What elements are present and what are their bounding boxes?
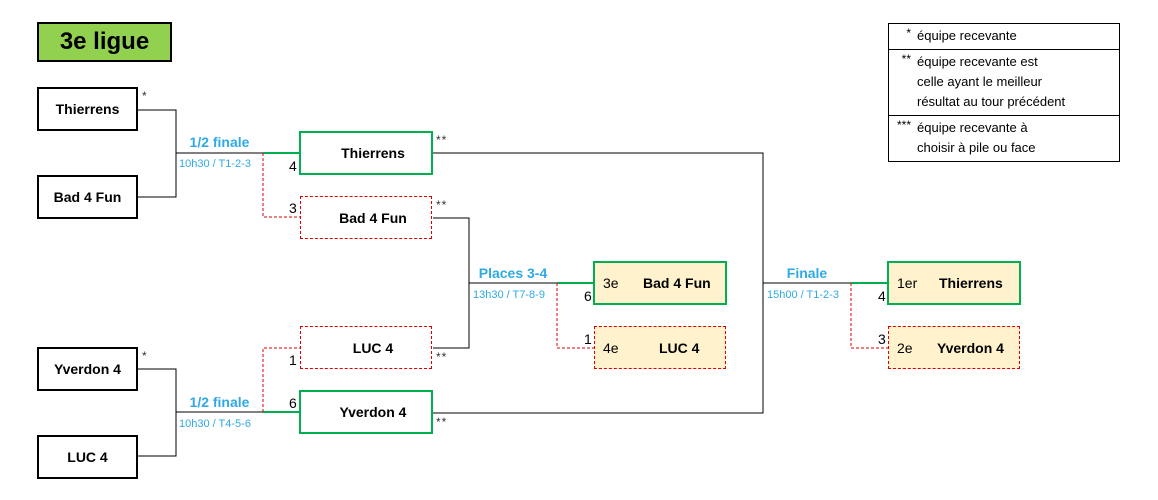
connector-sf1-a: [138, 109, 177, 153]
team-name: LUC 4: [352, 339, 394, 356]
team-name: LUC 4: [67, 449, 108, 465]
team-name: Yverdon 4: [937, 339, 1004, 356]
home-marker: **: [436, 198, 448, 212]
connector-sf1-lose: [262, 153, 300, 218]
rank-label: 2e: [897, 339, 913, 356]
rank-label: 4e: [603, 339, 619, 356]
team-name: Thierrens: [939, 275, 1003, 291]
match-time-sf2: 10h30 / T4-5-6: [179, 418, 251, 430]
match-time-sf1: 10h30 / T1-2-3: [179, 158, 251, 170]
home-marker: *: [142, 349, 148, 363]
legend-symbol: *: [906, 26, 911, 40]
home-marker: **: [436, 415, 448, 429]
team-box-sf2-a: Yverdon 4: [37, 347, 138, 391]
legend-text: celle ayant le meilleur: [917, 74, 1043, 89]
first-place-box: 1er Thierrens: [887, 261, 1021, 305]
legend-row: * équipe recevante: [889, 24, 1119, 50]
loser-box-sf2: LUC 4: [300, 326, 432, 369]
team-box-sf1-b: Bad 4 Fun: [37, 175, 138, 219]
team-box-sf1-a: Thierrens: [37, 87, 138, 131]
connector-sf1-b: [138, 153, 177, 198]
round-label-places-3-4: Places 3-4: [478, 265, 548, 281]
second-place-box: 2e Yverdon 4: [888, 326, 1020, 369]
legend-symbol: ***: [896, 118, 911, 132]
round-label-sf2: 1/2 finale: [189, 394, 250, 410]
loser-box-sf1: Bad 4 Fun: [300, 196, 432, 239]
score: 1: [584, 331, 592, 347]
team-name: Thierrens: [341, 145, 405, 161]
legend-symbol: **: [901, 52, 911, 66]
legend-text: équipe recevante: [917, 28, 1017, 43]
home-marker: **: [436, 350, 448, 364]
score: 6: [584, 288, 592, 304]
legend: * équipe recevante ** équipe recevante e…: [888, 23, 1120, 162]
round-label-sf1: 1/2 finale: [189, 134, 250, 150]
connector-final-b: [433, 283, 764, 414]
legend-text: équipe recevante à: [917, 120, 1028, 135]
legend-text: choisir à pile ou face: [917, 140, 1036, 155]
page-title: 3e ligue: [37, 22, 172, 62]
connector-sf2-a: [138, 368, 177, 412]
score: 3: [878, 331, 886, 347]
team-name: Yverdon 4: [339, 404, 407, 420]
team-name: Bad 4 Fun: [339, 209, 407, 226]
score: 1: [289, 352, 297, 368]
connector-sf2-lose: [262, 347, 300, 412]
connector-final-lose: [850, 283, 888, 349]
team-name: Yverdon 4: [54, 361, 121, 377]
legend-text: résultat au tour précédent: [917, 94, 1066, 109]
rank-label: 3e: [603, 275, 619, 291]
team-name: Thierrens: [55, 101, 120, 117]
legend-row: ** équipe recevante est celle ayant le m…: [889, 50, 1119, 116]
match-time-places-3-4: 13h30 / T7-8-9: [473, 289, 545, 301]
team-box-sf2-b: LUC 4: [37, 435, 138, 479]
legend-row: *** équipe recevante à choisir à pile ou…: [889, 116, 1119, 161]
team-name: Bad 4 Fun: [643, 275, 711, 291]
score: 4: [289, 158, 297, 174]
match-time-final: 15h00 / T1-2-3: [767, 289, 839, 301]
legend-text: équipe recevante est: [917, 54, 1038, 69]
connector-p34-a: [433, 217, 470, 283]
team-name: LUC 4: [659, 339, 700, 356]
connector-p34-b: [433, 283, 470, 349]
connector-final-a: [433, 152, 764, 283]
score: 4: [878, 288, 886, 304]
connector-p34-lose: [556, 283, 594, 349]
rank-label: 1er: [897, 275, 918, 291]
winner-box-sf2: Yverdon 4: [299, 390, 433, 434]
round-label-final: Finale: [786, 265, 828, 281]
connector-sf2-b: [138, 412, 177, 457]
fourth-place-box: 4e LUC 4: [594, 326, 726, 369]
winner-box-sf1: Thierrens: [299, 131, 433, 175]
team-name: Bad 4 Fun: [53, 189, 122, 205]
third-place-box: 3e Bad 4 Fun: [593, 261, 727, 305]
home-marker: **: [436, 133, 448, 147]
score: 6: [289, 395, 297, 411]
score: 3: [289, 200, 297, 216]
home-marker: *: [142, 89, 148, 103]
